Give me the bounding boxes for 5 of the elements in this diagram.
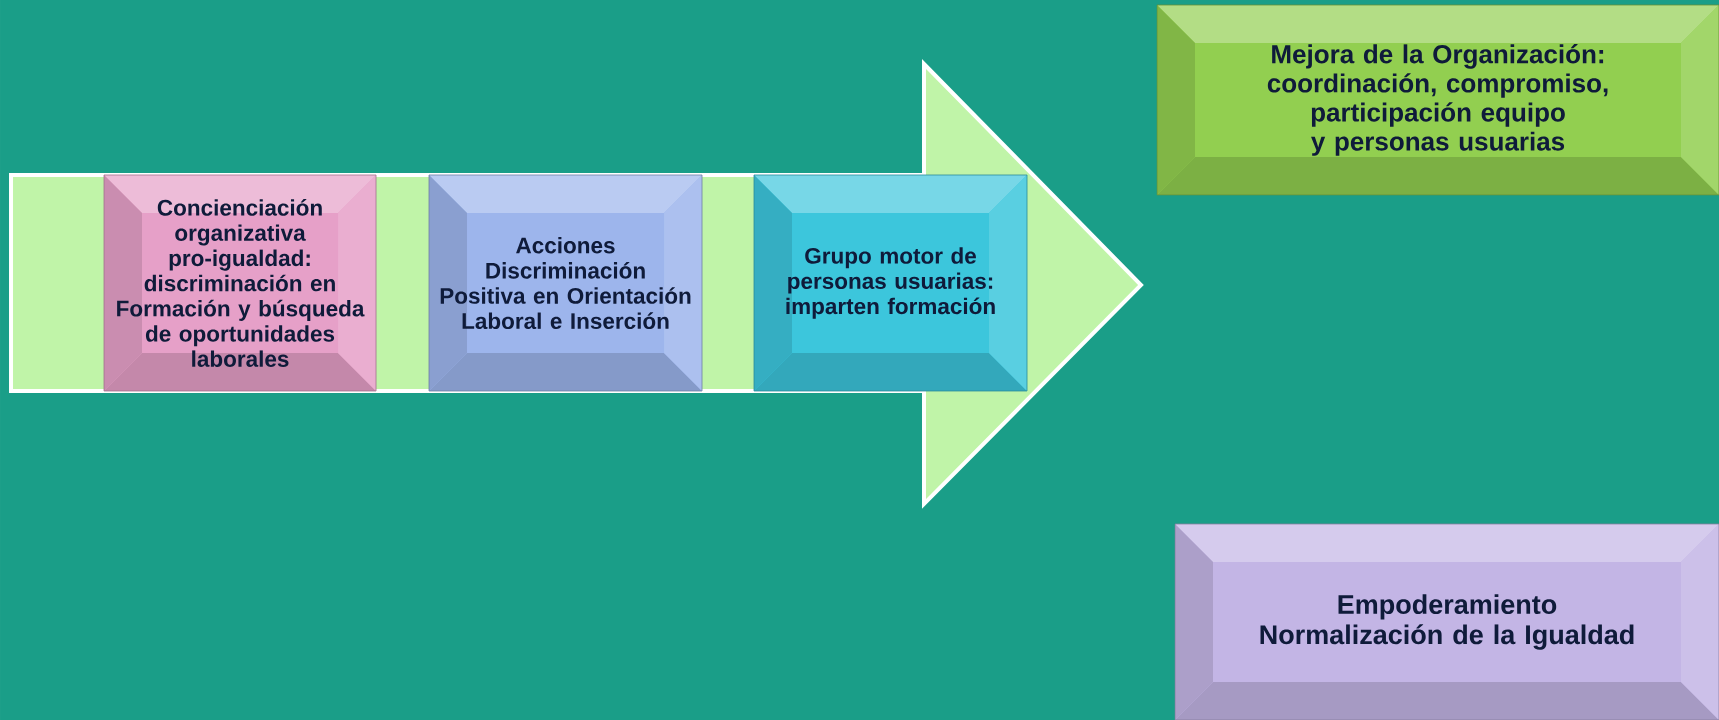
process-box: Concienciación organizativa pro-igualdad: discriminación en Formación y búsqueda de oportunidades laborales	[103, 174, 377, 392]
process-box: Acciones Discriminación Positiva en Orientación Laboral e Inserción	[428, 174, 703, 392]
process-box: Empoderamiento Normalización de la Igualdad	[1174, 523, 1719, 720]
process-box: Mejora de la Organización: coordinación, compromiso, participación equipo y personas usuarias	[1156, 4, 1719, 196]
process-box: Grupo motor de personas usuarias: imparten formación	[753, 174, 1028, 392]
